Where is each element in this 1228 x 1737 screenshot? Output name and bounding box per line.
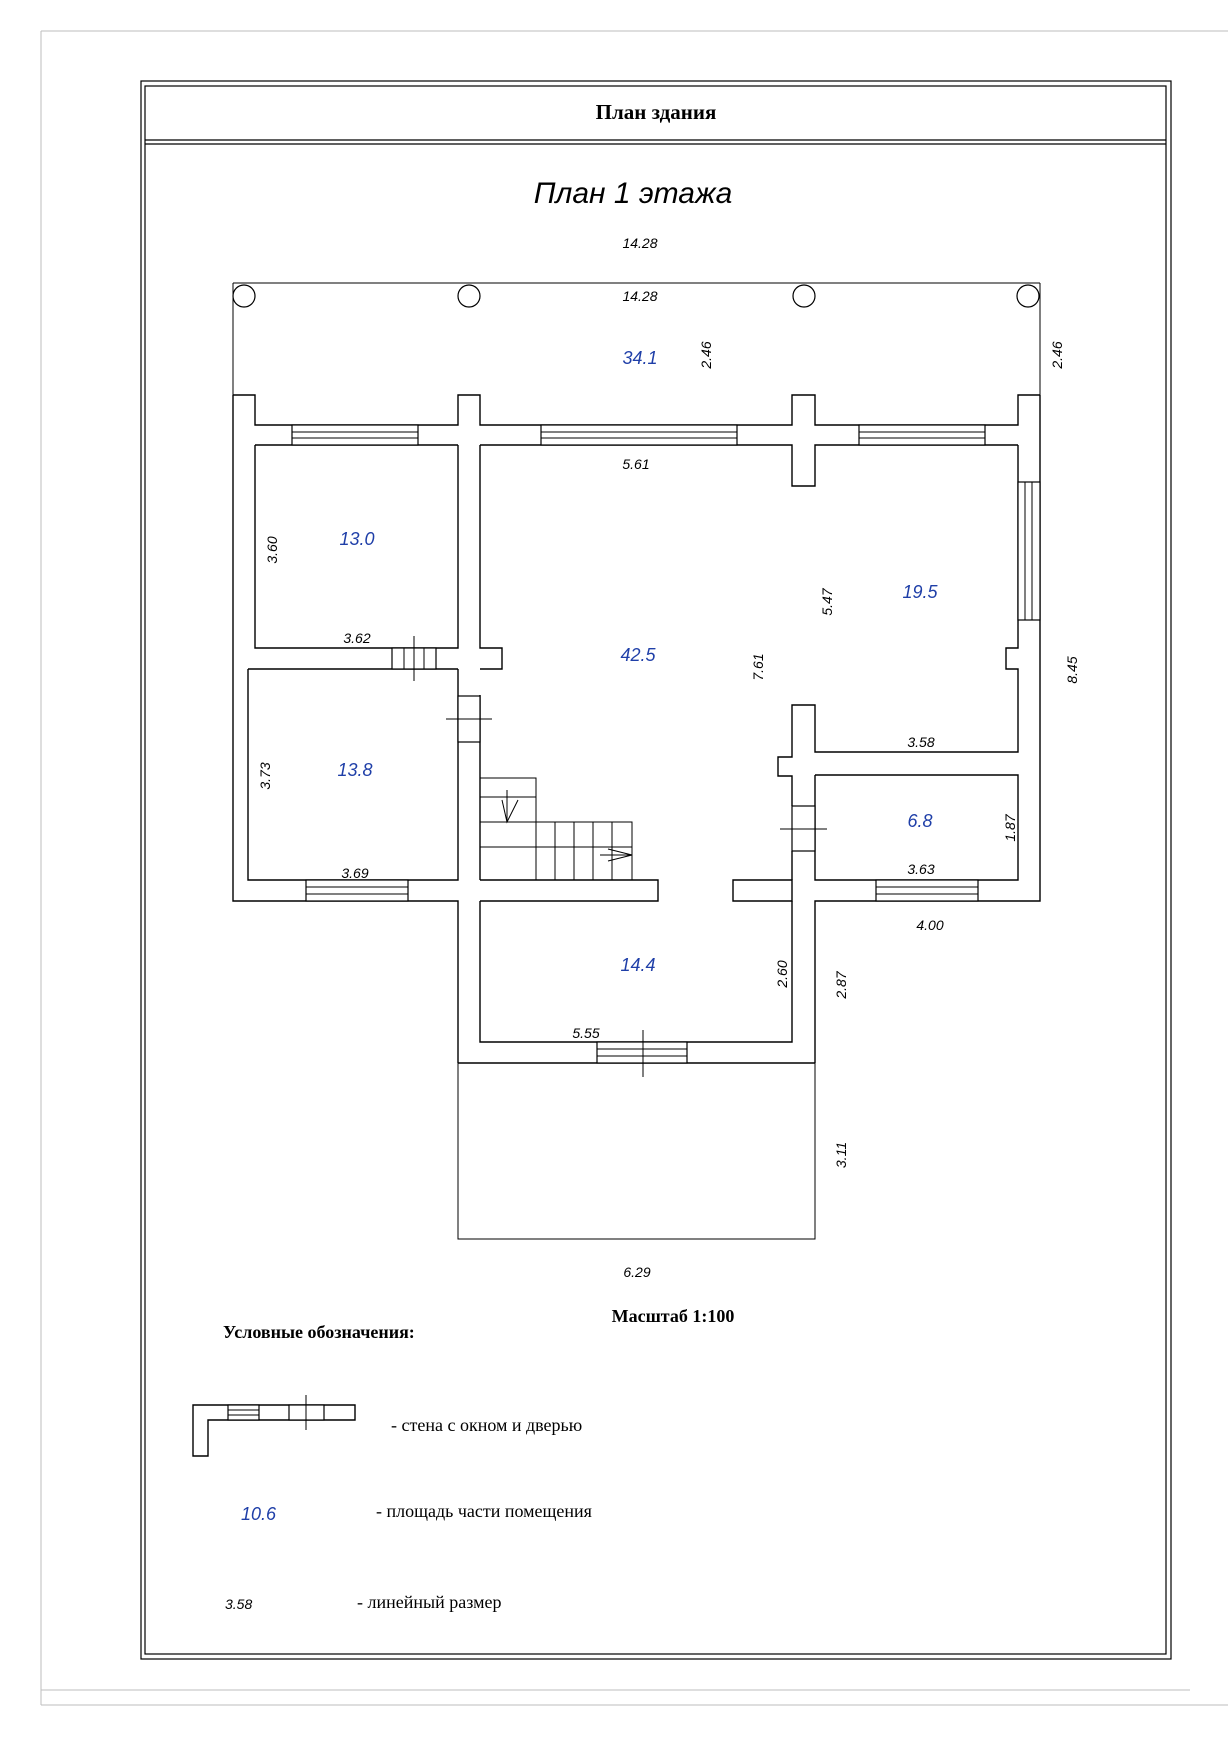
legend-item-area-text: - площадь части помещения [376, 1501, 592, 1521]
dim-vestibule-height: 2.60 [774, 960, 790, 988]
dim-room-e-small-height: 1.87 [1002, 813, 1018, 841]
legend-item-dim-text: - линейный размер [357, 1592, 501, 1612]
dim-terrace-depth-right: 2.46 [1049, 341, 1065, 369]
dim-room-ne-height: 5.47 [819, 587, 835, 615]
dim-vestibule-outer-height: 2.87 [833, 970, 849, 999]
area-room-e-small: 6.8 [907, 811, 932, 831]
legend: Условные обозначения: - стена с окном и … [192, 1322, 592, 1612]
legend-item-wall-text: - стена с окном и дверью [391, 1415, 582, 1435]
dim-room-e-small-width: 3.63 [907, 861, 934, 877]
plan-title: План 1 этажа [534, 177, 733, 210]
dim-right-lower: 4.00 [916, 917, 943, 933]
dim-hall-top: 5.61 [622, 456, 649, 472]
area-hall: 42.5 [620, 645, 656, 665]
area-vestibule: 14.4 [620, 955, 655, 975]
dim-room-ne-width: 3.58 [907, 734, 934, 750]
column [457, 284, 481, 308]
area-room-ne: 19.5 [902, 582, 938, 602]
legend-item-area-sample: 10.6 [241, 1504, 277, 1524]
area-room-w: 13.8 [337, 760, 372, 780]
dim-porch-height: 3.11 [833, 1142, 849, 1168]
page-title: План здания [596, 100, 717, 124]
dimension-labels: 14.28 14.28 2.46 2.46 5.61 3.60 3.62 7.6… [257, 235, 1080, 1280]
dim-room-nw-height: 3.60 [264, 536, 280, 563]
dim-room-w-width: 3.69 [341, 865, 368, 881]
dim-hall-height: 7.61 [750, 653, 766, 680]
area-room-nw: 13.0 [339, 529, 374, 549]
dim-right-total: 8.45 [1064, 656, 1080, 683]
page-border [40, 30, 1228, 1706]
area-terrace: 34.1 [622, 348, 657, 368]
column [232, 284, 256, 308]
room-area-labels: 34.1 13.0 42.5 19.5 13.8 6.8 14.4 [337, 348, 938, 975]
dim-top-inner: 14.28 [622, 288, 657, 304]
column [1016, 284, 1040, 308]
dim-top-outer: 14.28 [622, 235, 657, 251]
legend-wall-sample [192, 1395, 356, 1457]
scale-label: Масштаб 1:100 [612, 1306, 735, 1326]
legend-title: Условные обозначения: [223, 1322, 415, 1342]
dim-room-nw-width: 3.62 [343, 630, 370, 646]
dim-vestibule-width: 5.55 [572, 1025, 599, 1041]
column [792, 284, 816, 308]
legend-item-dim-sample: 3.58 [225, 1596, 252, 1612]
dim-porch-width: 6.29 [623, 1264, 650, 1280]
building-outline [232, 282, 1041, 1240]
dim-terrace-depth: 2.46 [698, 341, 714, 369]
dim-room-w-height: 3.73 [257, 762, 273, 789]
drawing-frame [140, 80, 1172, 1660]
staircase [480, 777, 633, 880]
